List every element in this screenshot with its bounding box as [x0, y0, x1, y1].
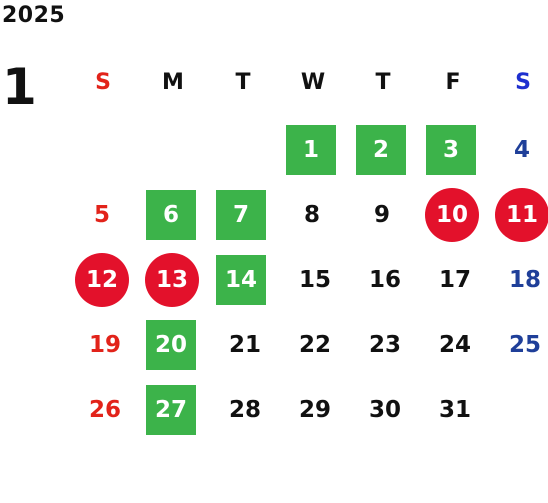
weekday-friday: F — [445, 69, 461, 95]
day-cell: 6 — [146, 190, 196, 240]
day-cell: 13 — [145, 253, 199, 307]
day-cell: 30 — [368, 397, 401, 423]
day-cell: 21 — [228, 332, 261, 358]
day-cell: 10 — [425, 188, 479, 242]
weekday-wednesday: W — [300, 69, 326, 95]
day-cell: 5 — [93, 202, 110, 228]
weekday-thursday: T — [375, 69, 391, 95]
weekday-tuesday: T — [235, 69, 251, 95]
day-cell: 25 — [508, 332, 541, 358]
year-label: 2025 — [2, 3, 66, 28]
day-cell: 3 — [426, 125, 476, 175]
weekday-saturday: S — [515, 69, 531, 95]
day-cell: 20 — [146, 320, 196, 370]
day-cell: 31 — [438, 397, 471, 423]
day-cell: 28 — [228, 397, 261, 423]
day-cell: 8 — [303, 202, 320, 228]
day-cell: 4 — [513, 137, 530, 163]
day-cell: 7 — [216, 190, 266, 240]
day-cell: 22 — [298, 332, 331, 358]
day-cell: 23 — [368, 332, 401, 358]
day-cell: 29 — [298, 397, 331, 423]
day-cell: 11 — [495, 188, 548, 242]
day-cell: 9 — [373, 202, 390, 228]
day-cell: 16 — [368, 267, 401, 293]
day-cell: 27 — [146, 385, 196, 435]
day-cell: 24 — [438, 332, 471, 358]
weekday-monday: M — [162, 69, 184, 95]
day-cell: 1 — [286, 125, 336, 175]
day-cell: 17 — [438, 267, 471, 293]
weekday-sunday: S — [95, 69, 111, 95]
day-cell: 14 — [216, 255, 266, 305]
day-cell: 2 — [356, 125, 406, 175]
day-cell: 18 — [508, 267, 541, 293]
day-cell: 12 — [75, 253, 129, 307]
day-cell: 15 — [298, 267, 331, 293]
day-cell: 26 — [88, 397, 121, 423]
day-cell: 19 — [88, 332, 121, 358]
month-number: 1 — [2, 58, 37, 116]
